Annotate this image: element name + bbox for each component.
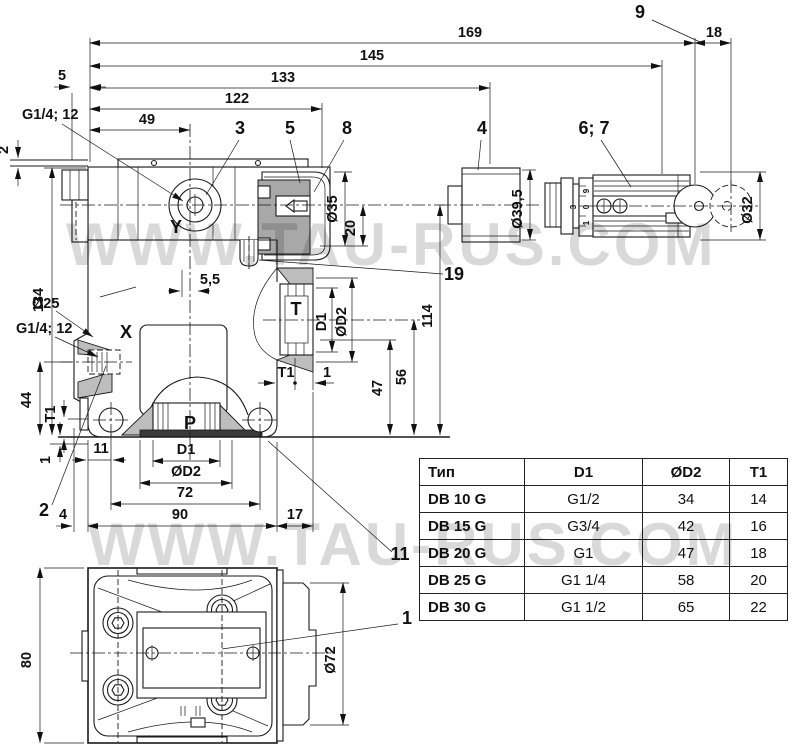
label-g14-left: G1/4; 12	[16, 321, 72, 337]
table-header-cell: ØD2	[642, 458, 731, 486]
table-row: DB 25 G G1 1/4 58 20	[419, 566, 788, 594]
dim-5: 5	[58, 68, 66, 84]
label-item-6-7: 6; 7	[578, 118, 609, 138]
bolt	[102, 607, 134, 639]
dim-t-d1: D1	[314, 313, 330, 332]
label-item-9: 9	[635, 2, 645, 22]
dimensions: 169 18 145 133 122 49 5 2 134 44 T1 1 5,…	[0, 25, 766, 744]
dim-17: 17	[287, 507, 303, 523]
table-cell: 58	[642, 566, 731, 594]
table-cell: DB 10 G	[419, 485, 525, 513]
table-header-cell: Тип	[419, 458, 525, 486]
drain-stud	[239, 240, 259, 267]
table-header-cell: D1	[523, 458, 644, 486]
label-item-5: 5	[285, 118, 295, 138]
label-item-11: 11	[390, 544, 409, 564]
dial-number: 3	[569, 204, 578, 209]
dim-18: 18	[706, 25, 722, 41]
dim-p-d2: ØD2	[171, 464, 201, 480]
label-item-4: 4	[477, 118, 487, 138]
dim-145: 145	[360, 48, 384, 64]
table-row: DB 15 G G3/4 42 16	[419, 512, 788, 540]
dim-1-left: 1	[38, 456, 54, 464]
table-cell: G1/2	[523, 485, 644, 513]
dim-169: 169	[458, 25, 482, 41]
dial-number: 9	[582, 188, 591, 193]
dim-72: 72	[177, 485, 193, 501]
table-cell: 20	[729, 566, 788, 594]
port-y-label: Y	[170, 217, 182, 237]
dim-p-d1: D1	[177, 442, 196, 458]
table-cell: 16	[729, 512, 788, 540]
dim-t1-left: T1	[43, 406, 59, 423]
table-cell: 14	[729, 485, 788, 513]
table-cell: G3/4	[523, 512, 644, 540]
label-item-1: 1	[402, 608, 412, 628]
table-cell: G1 1/2	[523, 593, 644, 621]
adjuster-view: 9 0 1 3	[544, 174, 758, 238]
dim-114: 114	[420, 304, 436, 327]
label-item-19: 19	[444, 264, 464, 284]
table-header-cell: T1	[729, 458, 788, 486]
dim-80: 80	[19, 652, 35, 668]
knob-view	[438, 167, 540, 243]
main-section-view: Y T X P	[10, 124, 450, 460]
label-g14-top: G1/4; 12	[22, 107, 78, 123]
dim-122: 122	[225, 91, 249, 107]
port-x-label: X	[120, 322, 132, 342]
bottom-view	[70, 567, 332, 744]
port-t-label: T	[291, 299, 302, 319]
dim-t-t1: T1	[278, 365, 295, 381]
dim-134: 134	[31, 288, 47, 312]
dim-dia39-5: Ø39,5	[510, 189, 526, 229]
dial-number: 1	[582, 220, 591, 225]
label-item-2: 2	[39, 500, 49, 520]
dim-56: 56	[394, 369, 410, 385]
dim-44: 44	[19, 392, 35, 408]
table-row: DB 20 G G1 47 18	[419, 539, 788, 567]
table-cell: G1	[523, 539, 644, 567]
table-cell: G1 1/4	[523, 566, 644, 594]
dim-2-top: 2	[0, 146, 12, 154]
dim-47: 47	[370, 380, 386, 396]
label-dia25: Ø25	[32, 296, 59, 312]
dim-dia72: Ø72	[323, 646, 339, 673]
dim-49: 49	[139, 112, 155, 128]
table-cell: 42	[642, 512, 731, 540]
table-cell: DB 15 G	[419, 512, 525, 540]
dim-90: 90	[172, 507, 188, 523]
dim-t-d2: ØD2	[334, 307, 350, 337]
table-cell: 34	[642, 485, 731, 513]
table-row: DB 10 G G1/2 34 14	[419, 485, 788, 513]
dim-4: 4	[59, 507, 67, 523]
dim-11: 11	[93, 441, 108, 457]
dim-133: 133	[271, 70, 295, 86]
table-cell: 47	[642, 539, 731, 567]
table-header-row: Тип D1 ØD2 T1	[419, 458, 788, 486]
dim-20: 20	[343, 220, 359, 236]
solenoid-connector	[257, 179, 311, 255]
dim-t-1: 1	[323, 365, 331, 381]
table-cell: 65	[642, 593, 731, 621]
table-cell: DB 30 G	[419, 593, 525, 621]
dial-number: 0	[582, 204, 591, 209]
dim-5-5: 5,5	[200, 272, 220, 288]
dim-dia35: Ø35	[325, 195, 341, 222]
dim-dia32: Ø32	[740, 196, 756, 223]
label-item-3: 3	[235, 118, 245, 138]
size-table: Тип D1 ØD2 T1 DB 10 G G1/2 34 14 DB 15 G…	[419, 458, 788, 621]
item-labels: G1/4; 12 Ø25 G1/4; 12 9 3 5 8 4 6; 7 19 …	[16, 2, 701, 650]
table-row: DB 30 G G1 1/2 65 22	[419, 593, 788, 621]
table-cell: 22	[729, 593, 788, 621]
table-cell: DB 20 G	[419, 539, 525, 567]
table-cell: DB 25 G	[419, 566, 525, 594]
table-cell: 18	[729, 539, 788, 567]
label-item-8: 8	[342, 118, 352, 138]
